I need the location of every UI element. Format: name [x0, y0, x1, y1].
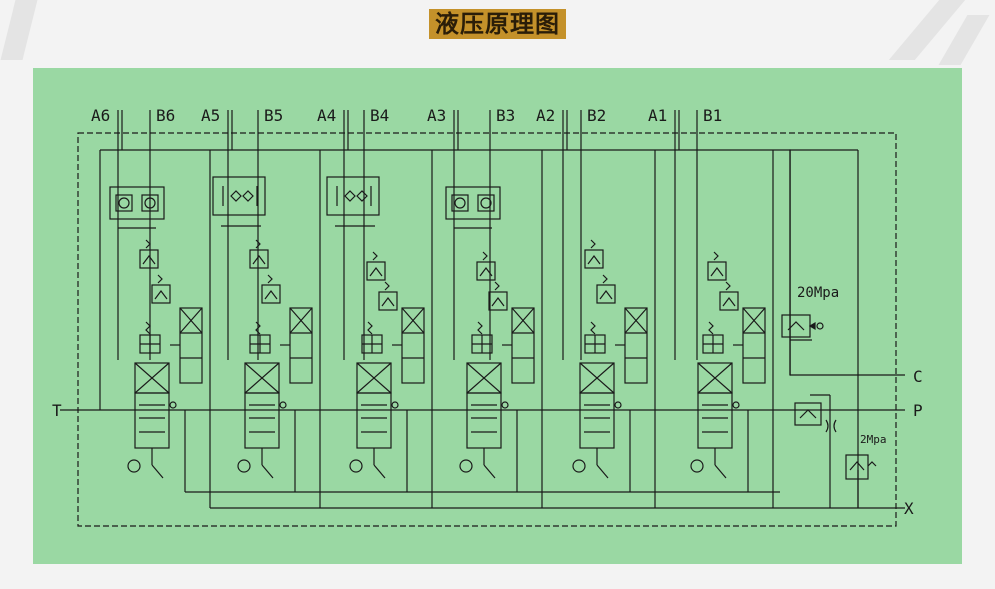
lever-handle-icon	[349, 459, 363, 473]
valve-housing-outline	[77, 132, 897, 527]
port-c-label: C	[913, 367, 923, 386]
port-b-label: B3	[496, 106, 515, 125]
port-relief-valve	[366, 261, 386, 281]
pilot-control-valve	[179, 307, 203, 384]
spring-symbol	[477, 321, 483, 335]
main-spool-body	[579, 392, 615, 449]
port-a-label: A3	[427, 106, 446, 125]
port-a-label: A1	[648, 106, 667, 125]
port-relief-valve	[476, 261, 496, 281]
check-ball-symbol	[391, 401, 399, 409]
lever-handle-icon	[237, 459, 251, 473]
main-spool-body	[356, 392, 392, 449]
valve-section-4: A4 B4	[317, 106, 433, 508]
lever-handle-icon	[690, 459, 704, 473]
port-b-label: B6	[156, 106, 175, 125]
port-relief-valve	[719, 291, 739, 311]
port-relief-valve	[151, 284, 171, 304]
valve-section-2: A2 B2	[536, 106, 656, 508]
port-relief-valve	[488, 291, 508, 311]
port-a-label: A4	[317, 106, 336, 125]
port-relief-valve	[139, 249, 159, 269]
spring-symbol	[367, 321, 373, 335]
main-spool-body	[134, 392, 170, 449]
lever-handle-icon	[572, 459, 586, 473]
port-p-label: P	[913, 401, 923, 420]
spring-symbol	[145, 321, 151, 335]
pressure-reducing-valve-symbol	[794, 402, 837, 433]
pilot-check-block	[109, 186, 165, 220]
valve-section-1: A1 B1	[648, 106, 774, 508]
spring-symbol	[255, 321, 261, 335]
port-b-label: B4	[370, 106, 389, 125]
valve-section-3: A3 B3	[427, 106, 543, 508]
pilot-control-valve	[742, 307, 766, 384]
pilot-relief-valve-symbol	[845, 454, 877, 480]
pilot-check-block	[445, 186, 501, 220]
port-relief-valve	[261, 284, 281, 304]
port-relief-valve	[707, 261, 727, 281]
port-b-label: B2	[587, 106, 606, 125]
main-spool-body	[244, 392, 280, 449]
port-t-label: T	[52, 401, 62, 420]
check-ball-symbol	[501, 401, 509, 409]
page-title: 液压原理图	[429, 9, 566, 39]
check-ball-symbol	[169, 401, 177, 409]
port-x-label: X	[904, 499, 914, 518]
check-ball-symbol	[732, 401, 740, 409]
port-relief-valve	[596, 284, 616, 304]
port-relief-valve	[249, 249, 269, 269]
shuttle-check-block	[326, 176, 380, 216]
pilot-control-valve	[401, 307, 425, 384]
header: 液压原理图	[0, 9, 995, 39]
check-ball-symbol	[279, 401, 287, 409]
valve-section-5: A5 B5	[201, 106, 321, 508]
shuttle-check-block	[212, 176, 266, 216]
pilot-control-valve	[624, 307, 648, 384]
check-ball-symbol	[614, 401, 622, 409]
spring-symbol	[590, 321, 596, 335]
port-a-label: A6	[91, 106, 110, 125]
lever-handle-icon	[127, 459, 141, 473]
pilot-relief-pressure-label: 2Mpa	[860, 433, 887, 446]
main-spool-body	[697, 392, 733, 449]
port-b-label: B5	[264, 106, 283, 125]
lever-handle-icon	[459, 459, 473, 473]
main-spool-body	[466, 392, 502, 449]
port-relief-valve	[584, 249, 604, 269]
valve-section-6: A6 B6	[91, 106, 211, 508]
main-relief-valve-symbol	[781, 314, 824, 338]
pilot-control-valve	[289, 307, 313, 384]
main-relief-pressure-label: 20Mpa	[797, 285, 839, 301]
port-b-label: B1	[703, 106, 722, 125]
port-relief-valve	[378, 291, 398, 311]
port-a-label: A5	[201, 106, 220, 125]
spring-symbol	[708, 321, 714, 335]
pilot-control-valve	[511, 307, 535, 384]
port-a-label: A2	[536, 106, 555, 125]
